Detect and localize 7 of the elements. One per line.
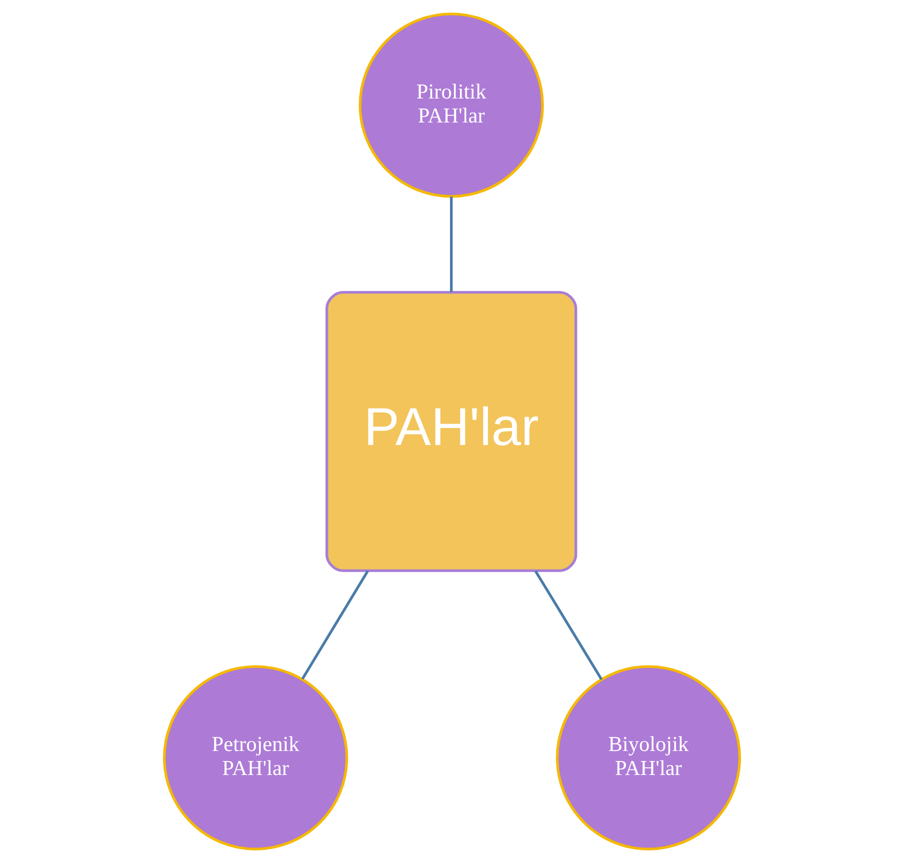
connector <box>301 570 369 680</box>
connector <box>534 570 603 680</box>
node-box: PAH'lar <box>325 291 578 572</box>
node-circle: Biyolojik PAH'lar <box>556 665 741 850</box>
connector <box>450 196 453 292</box>
node-circle: Pirolitik PAH'lar <box>358 12 544 198</box>
node-circle: Petrojenik PAH'lar <box>163 665 348 850</box>
